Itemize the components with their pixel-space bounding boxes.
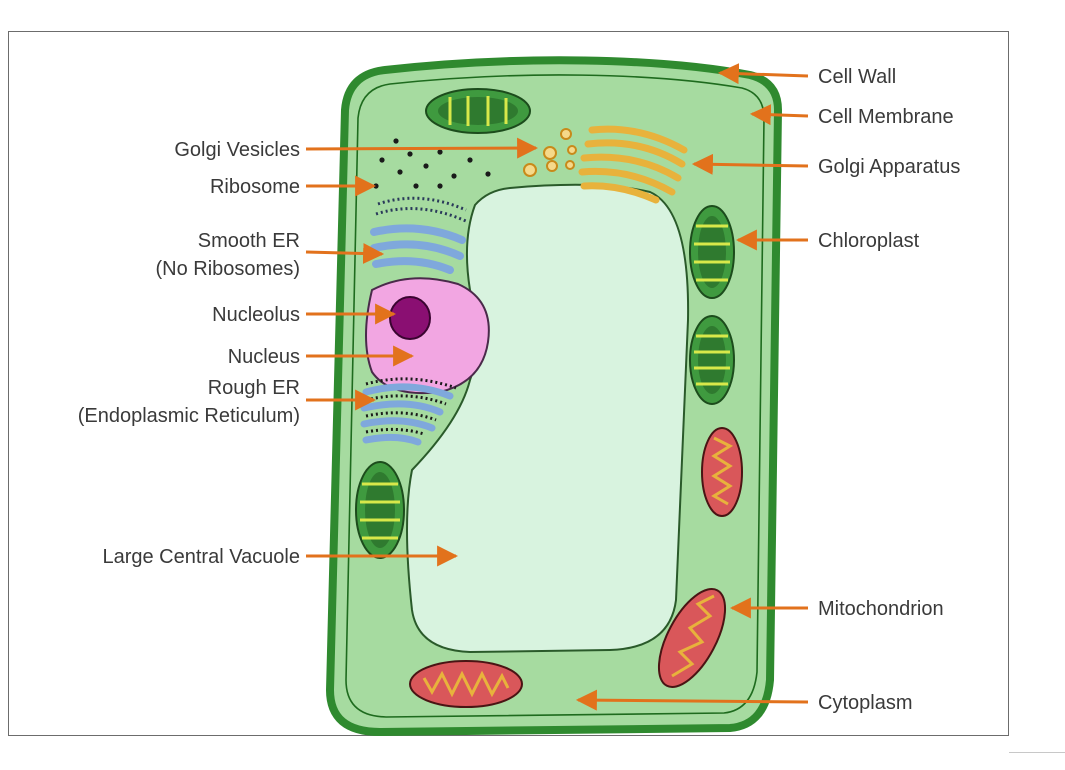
mitochondrion-right-lower: [657, 588, 727, 688]
arrow-cell-wall: [717, 63, 809, 85]
mitochondrion-right-upper: [701, 427, 743, 517]
label-nucleolus: Nucleolus: [212, 304, 300, 326]
label-cell-wall: Cell Wall: [818, 66, 896, 88]
label-smooth-er-line1: Smooth ER: [198, 230, 300, 252]
golgi-apparatus-shape: [578, 125, 688, 204]
chloroplast-left: [355, 461, 405, 559]
rough-er-shape: [360, 377, 457, 446]
arrow-smooth-er: [305, 243, 385, 264]
label-large-central-vacuole: Large Central Vacuole: [102, 546, 300, 568]
ribosome-dots: [373, 138, 491, 189]
arrow-golgi-apparatus: [691, 153, 809, 175]
label-rough-er-line2: (Endoplasmic Reticulum): [78, 405, 300, 427]
label-mitochondrion: Mitochondrion: [818, 598, 944, 620]
label-smooth-er-line2: (No Ribosomes): [156, 258, 300, 280]
bottom-divider: [1009, 752, 1065, 753]
cell-membrane-shape: [345, 74, 765, 718]
label-chloroplast: Chloroplast: [818, 230, 920, 252]
label-cell-membrane: Cell Membrane: [818, 106, 954, 128]
label-golgi-apparatus: Golgi Apparatus: [818, 156, 960, 178]
mitochondrion-bottom: [409, 660, 523, 708]
arrow-golgi-vesicles: [305, 137, 539, 159]
arrow-cytoplasm: [575, 689, 809, 711]
label-rough-er-line1: Rough ER: [208, 377, 300, 399]
nucleus-shape: [365, 277, 490, 395]
chloroplast-right-lower: [689, 315, 735, 405]
chloroplast-top: [425, 88, 531, 134]
chloroplast-right-upper: [689, 205, 735, 299]
arrow-cell-membrane: [749, 104, 809, 126]
label-ribosome: Ribosome: [210, 176, 300, 198]
label-nucleus: Nucleus: [228, 346, 300, 368]
label-cytoplasm: Cytoplasm: [818, 692, 912, 714]
label-golgi-vesicles: Golgi Vesicles: [174, 139, 300, 161]
golgi-vesicles-shape: [523, 128, 577, 177]
